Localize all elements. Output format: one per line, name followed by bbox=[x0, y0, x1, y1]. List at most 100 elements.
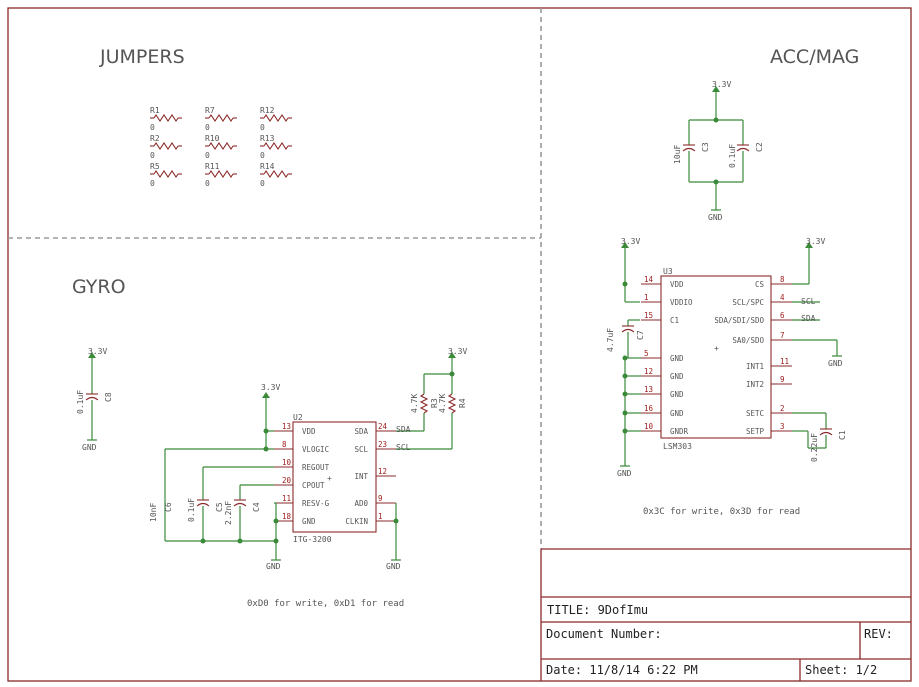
svg-text:GND: GND bbox=[670, 409, 684, 418]
svg-text:SCL: SCL bbox=[354, 445, 368, 454]
lsm303-pin-8: 8CS bbox=[755, 275, 792, 289]
svg-text:1: 1 bbox=[378, 512, 383, 521]
svg-text:R1: R1 bbox=[150, 106, 160, 115]
svg-text:0.22uF: 0.22uF bbox=[810, 433, 819, 462]
jumper-r7: R70 bbox=[204, 106, 238, 132]
svg-text:6: 6 bbox=[780, 311, 785, 320]
svg-text:0: 0 bbox=[205, 179, 210, 188]
svg-text:4.7K: 4.7K bbox=[438, 394, 447, 413]
svg-text:10nF: 10nF bbox=[149, 503, 158, 522]
svg-text:0: 0 bbox=[260, 151, 265, 160]
svg-text:SCL/SPC: SCL/SPC bbox=[732, 298, 764, 307]
jumper-r1: R10 bbox=[149, 106, 183, 132]
svg-text:7: 7 bbox=[780, 331, 785, 340]
document-number: Document Number: bbox=[546, 627, 662, 641]
svg-text:GND: GND bbox=[670, 390, 684, 399]
svg-text:11: 11 bbox=[780, 357, 789, 366]
gyro-pullups: 3.3V R3 4.7K R4 4.7K bbox=[410, 347, 467, 449]
svg-text:0: 0 bbox=[205, 123, 210, 132]
svg-text:CLKIN: CLKIN bbox=[345, 517, 368, 526]
supply-arrow-icon bbox=[712, 86, 720, 92]
svg-text:VDD: VDD bbox=[302, 427, 316, 436]
svg-text:0.1uF: 0.1uF bbox=[187, 498, 196, 522]
svg-text:ITG-3200: ITG-3200 bbox=[293, 535, 332, 544]
svg-text:20: 20 bbox=[282, 476, 292, 485]
svg-text:3.3V: 3.3V bbox=[806, 237, 825, 246]
svg-text:VDD: VDD bbox=[670, 280, 684, 289]
svg-text:R3: R3 bbox=[430, 398, 439, 408]
svg-text:0: 0 bbox=[260, 123, 265, 132]
svg-text:VLOGIC: VLOGIC bbox=[302, 445, 329, 454]
svg-text:LSM303: LSM303 bbox=[663, 442, 692, 451]
svg-text:R5: R5 bbox=[150, 162, 160, 171]
svg-text:INT: INT bbox=[354, 472, 368, 481]
svg-text:12: 12 bbox=[644, 367, 653, 376]
supply-arrow-icon bbox=[448, 352, 456, 358]
svg-text:GND: GND bbox=[670, 354, 684, 363]
svg-text:4: 4 bbox=[780, 293, 785, 302]
accmag-heading: ACC/MAG bbox=[770, 46, 859, 68]
svg-text:GNDR: GNDR bbox=[670, 427, 689, 436]
lsm303-chip: U3 LSM303 + 14VDD1VDDIO15C15GND12GND13GN… bbox=[606, 237, 847, 478]
svg-text:3.3V: 3.3V bbox=[621, 237, 640, 246]
svg-text:R4: R4 bbox=[458, 398, 467, 408]
svg-text:8: 8 bbox=[282, 440, 287, 449]
svg-text:SETC: SETC bbox=[746, 409, 764, 418]
revision: REV: bbox=[864, 627, 893, 641]
svg-text:VDDIO: VDDIO bbox=[670, 298, 693, 307]
svg-text:4.7uF: 4.7uF bbox=[606, 328, 615, 352]
svg-text:10: 10 bbox=[282, 458, 292, 467]
title-block: TITLE: 9DofImu Document Number: REV: Dat… bbox=[540, 548, 911, 681]
svg-text:18: 18 bbox=[282, 512, 292, 521]
svg-text:R14: R14 bbox=[260, 162, 275, 171]
svg-text:GND: GND bbox=[670, 372, 684, 381]
svg-text:R10: R10 bbox=[205, 134, 220, 143]
accmag-address-note: 0x3C for write, 0x3D for read bbox=[643, 507, 800, 517]
svg-text:C4: C4 bbox=[252, 502, 261, 512]
svg-text:+: + bbox=[327, 474, 332, 483]
svg-text:RESV-G: RESV-G bbox=[302, 499, 330, 508]
svg-text:13: 13 bbox=[282, 422, 291, 431]
svg-text:U3: U3 bbox=[663, 267, 673, 276]
svg-text:23: 23 bbox=[378, 440, 387, 449]
svg-text:SDA: SDA bbox=[354, 427, 368, 436]
svg-text:U2: U2 bbox=[293, 413, 303, 422]
svg-text:GND: GND bbox=[386, 562, 401, 571]
svg-text:3.3V: 3.3V bbox=[712, 80, 731, 89]
svg-text:3: 3 bbox=[780, 422, 785, 431]
svg-text:2.2nF: 2.2nF bbox=[224, 501, 233, 525]
svg-text:10uF: 10uF bbox=[673, 145, 682, 164]
svg-text:0.1uF: 0.1uF bbox=[76, 390, 85, 414]
supply-arrow-icon bbox=[262, 392, 270, 398]
supply-arrow-icon bbox=[621, 242, 629, 248]
svg-text:14: 14 bbox=[644, 275, 654, 284]
svg-text:R11: R11 bbox=[205, 162, 220, 171]
svg-text:REGOUT: REGOUT bbox=[302, 463, 330, 472]
svg-text:INT2: INT2 bbox=[746, 380, 764, 389]
title-text: TITLE: 9DofImu bbox=[547, 603, 648, 617]
gyro-heading: GYRO bbox=[72, 276, 126, 298]
svg-text:C6: C6 bbox=[164, 502, 173, 512]
svg-text:C1: C1 bbox=[670, 316, 679, 325]
jumper-r5: R50 bbox=[149, 162, 183, 188]
